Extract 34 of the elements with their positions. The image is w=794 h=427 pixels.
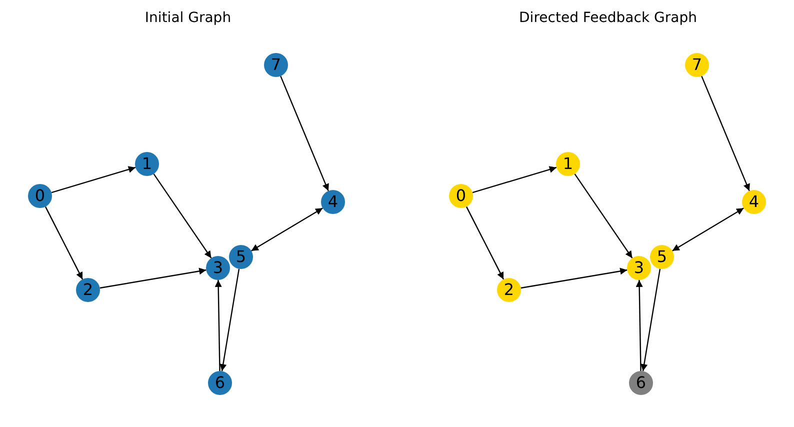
arrow [701, 76, 750, 192]
graph-node: 5 [229, 245, 253, 269]
arrow [636, 280, 643, 372]
arrow [220, 268, 240, 372]
graph-node: 2 [76, 278, 100, 302]
arrow [280, 76, 329, 192]
arrow [153, 174, 212, 258]
arrow [100, 268, 206, 289]
arrow [51, 166, 136, 194]
arrow [640, 268, 661, 372]
arrow [251, 208, 323, 252]
graph-node: 0 [28, 184, 52, 208]
graph-node: 4 [321, 190, 345, 214]
graph-node: 1 [135, 152, 159, 176]
arrow [520, 268, 628, 289]
graph-node: 6 [208, 371, 232, 395]
graph-node: 6 [629, 371, 653, 395]
arrow [44, 206, 84, 280]
arrow [574, 174, 633, 258]
graph-node: 2 [497, 278, 521, 302]
graph-title: Directed Feedback Graph [519, 9, 697, 28]
graph-node: 1 [556, 152, 580, 176]
arrow [672, 208, 744, 252]
graph-node: 3 [206, 256, 230, 280]
graph-node: 7 [264, 53, 288, 77]
graph-node: 4 [742, 190, 766, 214]
graph-node: 0 [449, 184, 473, 208]
graph-node: 3 [627, 256, 651, 280]
arrow [472, 166, 557, 194]
graph-node: 7 [685, 53, 709, 77]
graph-title: Initial Graph [144, 9, 232, 28]
graph-node: 5 [650, 245, 674, 269]
arrow [466, 206, 504, 280]
arrow [214, 280, 222, 372]
